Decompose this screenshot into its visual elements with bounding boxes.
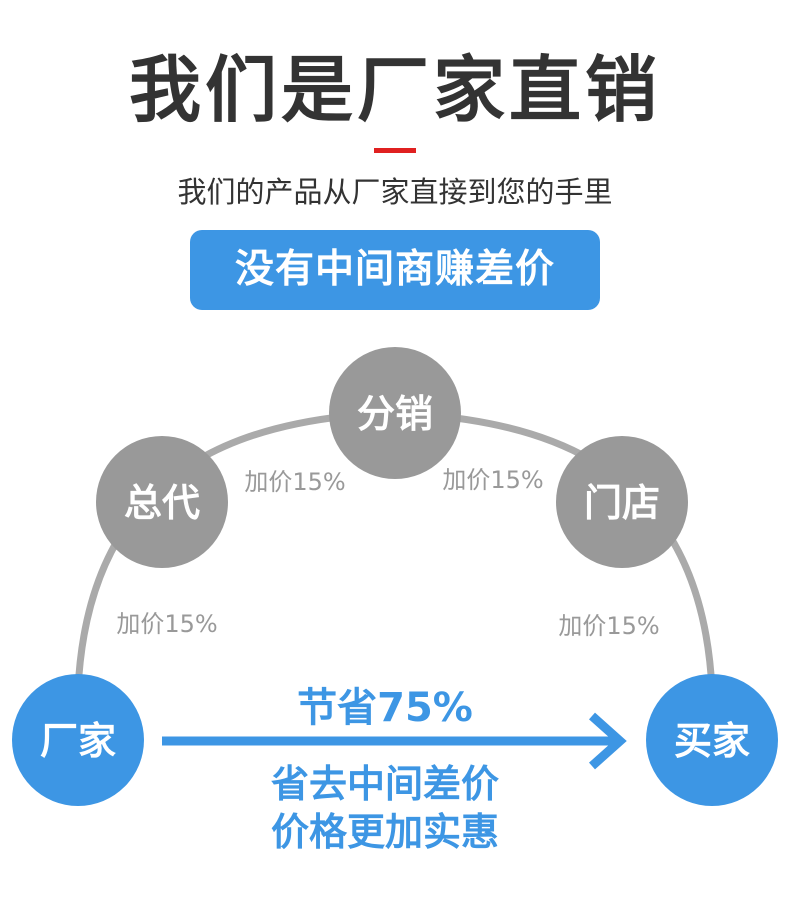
node-distribution: 分销: [329, 347, 461, 479]
saving-detail-line2: 价格更加实惠: [270, 810, 499, 854]
markup-label: 加价15%: [116, 610, 217, 638]
node-store: 门店: [556, 436, 688, 568]
page-title: 我们是厂家直销: [128, 48, 661, 132]
markup-label: 加价15%: [244, 468, 345, 496]
node-buyer-label: 买家: [674, 719, 750, 763]
saving-detail: 省去中间差价 价格更加实惠: [190, 760, 580, 856]
saving-detail-line1: 省去中间差价: [270, 762, 499, 806]
title-underline: [374, 148, 416, 153]
direct-arrow: [162, 712, 627, 770]
node-general-agent-label: 总代: [124, 481, 200, 525]
node-factory-label: 厂家: [40, 719, 116, 763]
page-subtitle: 我们的产品从厂家直接到您的手里: [177, 175, 613, 209]
no-middleman-banner: 没有中间商赚差价: [190, 230, 600, 310]
node-store-label: 门店: [584, 481, 660, 525]
node-buyer: 买家: [646, 674, 778, 806]
node-distribution-label: 分销: [357, 392, 433, 436]
markup-label: 加价15%: [558, 612, 659, 640]
saving-text: 节省75%: [297, 685, 473, 731]
node-general-agent: 总代: [96, 436, 228, 568]
node-factory: 厂家: [12, 674, 144, 806]
markup-label: 加价15%: [442, 466, 543, 494]
